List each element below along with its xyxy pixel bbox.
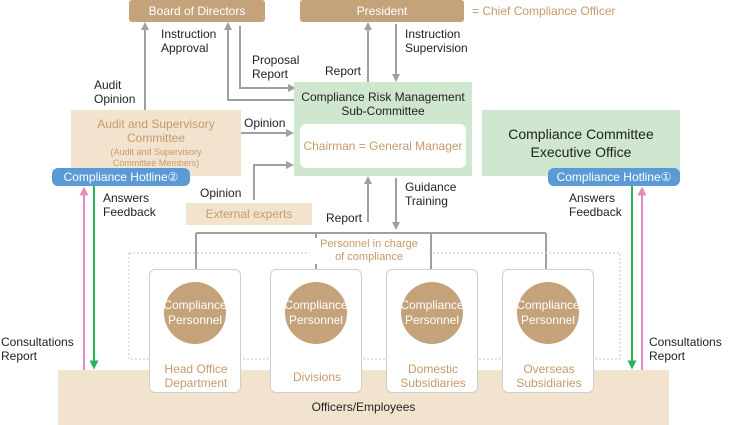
personnel-charge-2: of compliance [335, 251, 403, 263]
exec-office-title-1: Compliance Committee [508, 126, 654, 142]
label-answers-left: Answers Feedback [103, 191, 156, 219]
label-line: Instruction [161, 27, 217, 41]
hotline-2: Compliance Hotline② [52, 168, 190, 186]
audit-sub-2: Committee Members) [112, 158, 200, 168]
label-line: Proposal [252, 53, 300, 67]
unit-label-1: Head Office [164, 362, 228, 376]
unit-label-2: Department [164, 376, 228, 390]
exec-office-title-2: Executive Office [530, 144, 632, 160]
label-line: Report [1, 349, 38, 363]
label-guidance-training: Guidance Training [405, 180, 456, 208]
label-line: Audit [94, 78, 122, 92]
president: President [300, 0, 464, 22]
arrow-proposal-report [224, 22, 294, 101]
chairman-label: Chairman = General Manager [303, 139, 463, 153]
circle-line-2: Personnel [167, 313, 223, 327]
label-audit-opinion: Audit Opinion [94, 78, 135, 106]
crm-title-2: Sub-Committee [341, 104, 425, 118]
officers-employees-label: Officers/Employees [311, 399, 416, 414]
label-answers-right: Answers Feedback [569, 191, 622, 219]
label-line: Answers [103, 191, 150, 205]
personnel-in-charge-label: Personnel in charge of compliance [310, 238, 428, 264]
unit-label-2: Subsidiaries [516, 376, 582, 390]
label-opinion-external: Opinion [200, 186, 242, 200]
circle-line-1: Compliance [516, 298, 580, 312]
executive-office: Compliance Committee Executive Office [482, 110, 680, 176]
label-report-top: Report [325, 64, 362, 78]
hotline-1-label: Compliance Hotline① [556, 170, 672, 184]
label-report-mid: Report [326, 211, 363, 225]
personnel-charge-1: Personnel in charge [320, 238, 418, 250]
board-of-directors: Board of Directors [129, 0, 265, 22]
arrow-instruction-approval [239, 26, 296, 92]
crm-title-1: Compliance Risk Management [301, 90, 465, 104]
label-consult-right: Consultations Report [649, 335, 722, 363]
label-line: Opinion [94, 92, 136, 106]
hotline-2-label: Compliance Hotline② [63, 170, 179, 184]
label-instruction-approval: Instruction Approval [161, 27, 216, 55]
unit-label-1: Overseas [523, 362, 575, 376]
label-line: Consultations [1, 335, 74, 349]
circle-line-2: Personnel [288, 313, 344, 327]
label-line: Report [252, 67, 289, 81]
circle-line-1: Compliance [284, 298, 348, 312]
external-experts: External experts [186, 203, 312, 225]
label-line: Training [405, 194, 448, 208]
label-proposal-report: Proposal Report [252, 53, 299, 81]
audit-title-2: Committee [126, 131, 185, 145]
arrow-opinion-external [253, 161, 294, 200]
label-line: Answers [569, 191, 616, 205]
unit-label-1: Divisions [292, 370, 341, 384]
label-line: Instruction [405, 27, 461, 41]
board-label: Board of Directors [148, 4, 246, 18]
circle-line-1: Compliance [163, 298, 227, 312]
audit-sub-1: (Audit and Supervisory [110, 147, 202, 157]
label-opinion-audit: Opinion [244, 116, 286, 130]
external-experts-label: External experts [205, 207, 293, 221]
circle-line-1: Compliance [400, 298, 464, 312]
hotline-1: Compliance Hotline① [548, 168, 680, 186]
circle-line-2: Personnel [520, 313, 576, 327]
label-line: Supervision [405, 41, 468, 55]
unit-label-2: Subsidiaries [400, 376, 466, 390]
label-line: Report [649, 349, 686, 363]
unit-label-1: Domestic [407, 362, 458, 376]
cco-label: = Chief Compliance Officer [472, 4, 616, 18]
audit-title-1: Audit and Supervisory [97, 117, 215, 131]
label-line: Approval [161, 41, 209, 55]
label-instruction-supervision: Instruction Supervision [405, 27, 468, 55]
label-line: Consultations [649, 335, 722, 349]
chairman-box: Chairman = General Manager [300, 124, 466, 168]
label-line: Guidance [405, 180, 457, 194]
label-line: Feedback [103, 205, 156, 219]
label-line: Feedback [569, 205, 622, 219]
audit-committee: Audit and Supervisory Committee (Audit a… [71, 110, 241, 176]
crm-subcommittee: Compliance Risk Management Sub-Committee… [294, 82, 472, 176]
circle-line-2: Personnel [404, 313, 460, 327]
label-consult-left: Consultations Report [1, 335, 74, 363]
president-label: President [356, 4, 408, 18]
